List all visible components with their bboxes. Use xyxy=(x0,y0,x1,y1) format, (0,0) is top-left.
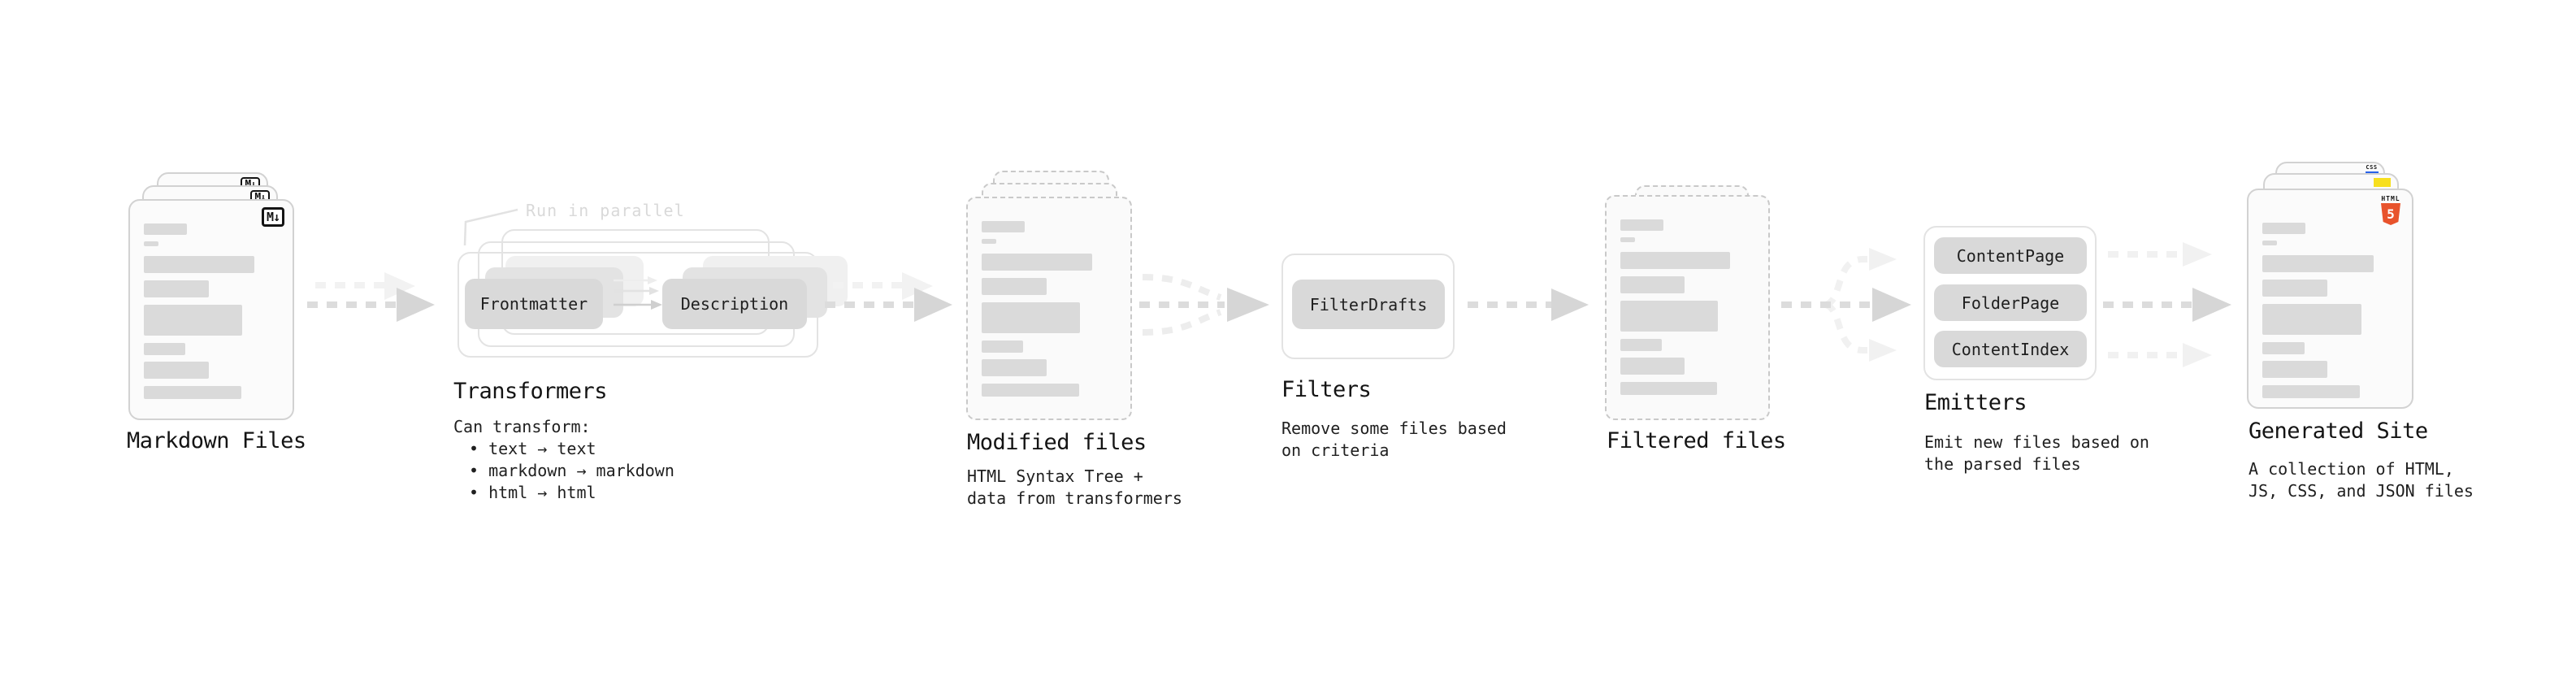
filters-label: Filters xyxy=(1281,377,1372,402)
folderpage-box: FolderPage xyxy=(1934,284,2087,321)
document-content-placeholder xyxy=(2262,223,2398,398)
run-in-parallel-annotation: Run in parallel xyxy=(526,201,685,220)
transformers-description-heading: Can transform: xyxy=(453,417,591,436)
transformer-step-arrows xyxy=(614,276,662,310)
flow-arrow-transformers-to-modified xyxy=(825,272,952,322)
description-line: A collection of HTML, xyxy=(2249,459,2454,479)
contentpage-box: ContentPage xyxy=(1934,237,2087,274)
transformers-bullet: • markdown → markdown xyxy=(469,461,674,480)
html5-icon-shield: 5 xyxy=(2381,203,2400,225)
modified-files-description: HTML Syntax Tree + data from transformer… xyxy=(967,466,1182,510)
description-box: Description xyxy=(662,279,807,329)
contentindex-box: ContentIndex xyxy=(1934,331,2087,367)
flow-arrow-modified-to-filters xyxy=(1139,274,1269,336)
modified-files-label: Modified files xyxy=(967,430,1147,455)
description-line: HTML Syntax Tree + xyxy=(967,466,1143,486)
document-content-placeholder xyxy=(144,223,279,399)
generated-site-description: A collection of HTML, JS, CSS, and JSON … xyxy=(2249,458,2474,502)
html5-icon: HTML 5 xyxy=(2379,195,2402,225)
html5-icon-word: HTML xyxy=(2381,195,2400,202)
filters-description: Remove some files based on criteria xyxy=(1281,418,1507,462)
emitters-label: Emitters xyxy=(1924,390,2027,415)
css-icon-underline xyxy=(2365,171,2379,174)
description-line: Emit new files based on xyxy=(1924,432,2149,452)
transformers-label: Transformers xyxy=(453,379,608,404)
generated-site-label: Generated Site xyxy=(2249,419,2428,444)
transformers-bullet: • html → html xyxy=(469,483,596,502)
document-card-front xyxy=(966,197,1132,420)
filtered-files-label: Filtered files xyxy=(1607,428,1786,453)
document-content-placeholder xyxy=(1620,219,1754,395)
flow-arrow-filtered-to-emitters xyxy=(1781,248,1911,362)
filterdrafts-box: FilterDrafts xyxy=(1292,280,1445,329)
description-line: JS, CSS, and JSON files xyxy=(2249,481,2474,501)
description-line: data from transformers xyxy=(967,488,1182,508)
document-content-placeholder xyxy=(982,221,1117,397)
javascript-icon xyxy=(2374,178,2391,187)
description-line: on criteria xyxy=(1281,440,1390,460)
document-card-front: M↓ xyxy=(128,199,294,420)
document-card-front xyxy=(1605,195,1770,420)
description-line: the parsed files xyxy=(1924,454,2081,474)
css-icon-label: CSS xyxy=(2366,164,2378,171)
flow-arrow-markdown-to-transformers xyxy=(307,272,435,322)
transformers-bullet: • text → text xyxy=(469,439,596,458)
markdown-icon: M↓ xyxy=(261,207,284,227)
annotation-leader-line xyxy=(463,208,518,246)
document-card-front: HTML 5 xyxy=(2247,189,2413,409)
css-icon: CSS xyxy=(2365,165,2379,174)
html5-icon-number: 5 xyxy=(2387,206,2395,222)
flow-arrow-filters-to-filtered xyxy=(1468,288,1589,321)
emitters-description: Emit new files based on the parsed files xyxy=(1924,432,2149,475)
flow-arrow-emitters-to-generated xyxy=(2103,242,2231,367)
frontmatter-box: Frontmatter xyxy=(465,279,603,329)
markdown-files-label: Markdown Files xyxy=(127,428,306,453)
transformers-description: Can transform: • text → text • markdown … xyxy=(453,416,674,504)
description-line: Remove some files based xyxy=(1281,419,1507,438)
